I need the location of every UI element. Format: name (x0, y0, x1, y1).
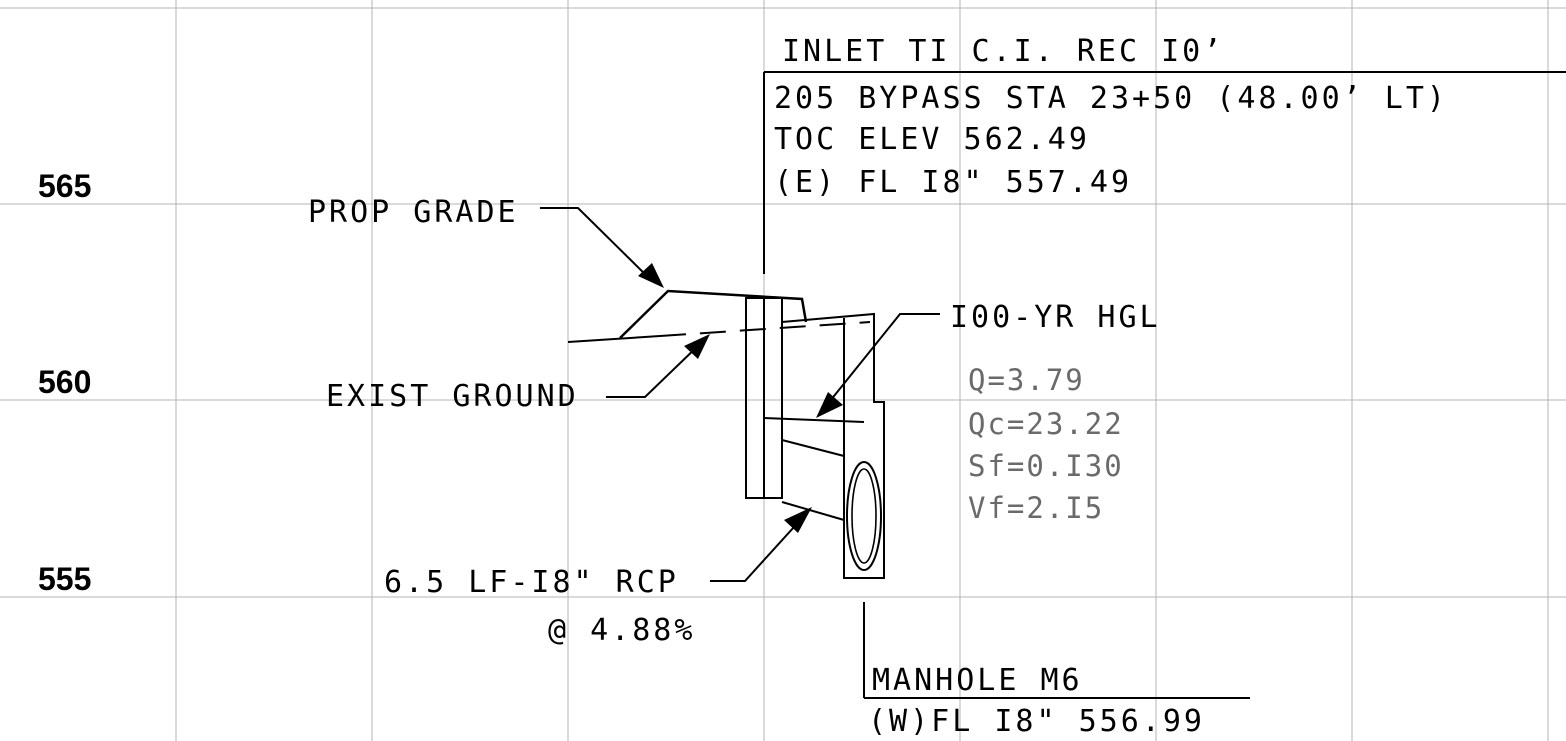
manhole-title: MANHOLE M6 (872, 663, 1083, 698)
structure-profile (567, 289, 1250, 699)
elevation-label-560: 560 (38, 364, 91, 400)
qc-value: Qc=23.22 (968, 407, 1124, 441)
inlet-station: 205 BYPASS STA 23+50 (48.00’ LT) (774, 81, 1448, 116)
manhole-flowline: (W)FL I8" 556.99 (868, 704, 1205, 739)
hgl-label: I00-YR HGL (950, 300, 1161, 335)
inlet-toc-elev: TOC ELEV 562.49 (774, 122, 1090, 157)
sf-value: Sf=0.I30 (968, 449, 1124, 483)
pipe-label: 6.5 LF-I8" RCP (384, 565, 679, 600)
leaders (540, 207, 940, 582)
prop-grade-label: PROP GRADE (308, 195, 519, 230)
hydraulic-values: Q=3.79 Qc=23.22 Sf=0.I30 Vf=2.I5 (968, 363, 1124, 525)
pipe-slope-label: @ 4.88% (548, 613, 695, 648)
elevation-label-565: 565 (38, 168, 91, 204)
inlet-callout: INLET TI C.I. REC I0’ 205 BYPASS STA 23+… (763, 34, 1566, 274)
exist-ground-label: EXIST GROUND (326, 379, 579, 414)
inlet-flowline: (E) FL I8" 557.49 (774, 165, 1132, 200)
elevation-label-555: 555 (38, 561, 91, 597)
vf-value: Vf=2.I5 (968, 491, 1104, 525)
q-value: Q=3.79 (968, 363, 1085, 397)
inlet-title: INLET TI C.I. REC I0’ (782, 34, 1224, 69)
